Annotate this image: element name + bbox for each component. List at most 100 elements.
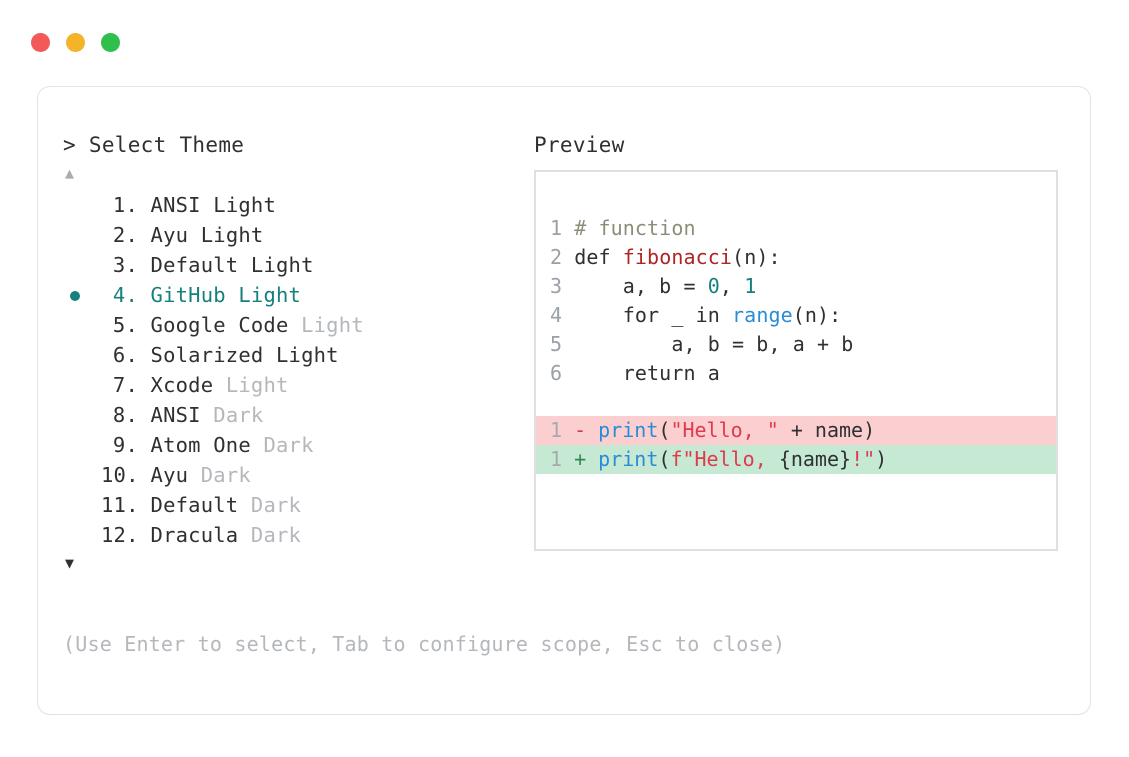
diff-sign-gap (586, 447, 598, 471)
theme-item-name: Ayu (138, 463, 189, 487)
diff-token: print (598, 447, 659, 471)
code-line: 6 return a (550, 359, 1050, 388)
diff-token: "Hello, " (670, 418, 779, 442)
theme-item-name: Xcode (138, 373, 214, 397)
theme-item-name: Google Code (138, 313, 289, 337)
theme-item-index: 1. (112, 193, 139, 217)
theme-item-variant: Dark (200, 403, 264, 427)
theme-item-variant: Light (200, 193, 276, 217)
theme-list-item[interactable]: 5. Google Code Light (63, 310, 533, 340)
code-token: 0 (707, 274, 720, 298)
diff-token: !" (851, 447, 876, 471)
minimize-dot[interactable] (66, 33, 85, 52)
code-line: 1 # function (550, 214, 1050, 243)
window-traffic-lights (31, 33, 120, 52)
code-line: 2 def fibonacci(n): (550, 243, 1050, 272)
theme-item-index: 3. (112, 253, 139, 277)
theme-item-variant: Light (188, 223, 264, 247)
theme-item-variant: Light (225, 283, 302, 307)
prompt-title: > Select Theme (63, 133, 245, 157)
code-token: (n): (792, 303, 842, 327)
code-line: 5 a, b = b, a + b (550, 330, 1050, 359)
code-line-number: 2 (550, 245, 563, 269)
theme-list-item[interactable]: 3. Default Light (63, 250, 533, 280)
theme-item-index: 9. (112, 433, 139, 457)
theme-item-variant: Dark (238, 493, 302, 517)
theme-list-item[interactable]: 10. Ayu Dark (63, 460, 533, 490)
theme-list-item[interactable]: 2. Ayu Light (63, 220, 533, 250)
gutter-gap (562, 332, 574, 356)
code-token: for _ in (574, 303, 733, 327)
diff-gutter-gap (562, 447, 574, 471)
theme-item-name: Solarized (138, 343, 264, 367)
theme-list-item[interactable]: 7. Xcode Light (63, 370, 533, 400)
maximize-dot[interactable] (101, 33, 120, 52)
theme-item-variant: Dark (188, 463, 251, 487)
theme-list-item[interactable]: 6. Solarized Light (63, 340, 533, 370)
theme-item-name: Ayu (138, 223, 189, 247)
theme-item-index: 8. (112, 403, 139, 427)
theme-list-item[interactable]: 12. Dracula Dark (63, 520, 533, 550)
theme-item-name: GitHub (138, 283, 226, 307)
theme-item-name: Dracula (138, 523, 239, 547)
code-line-number: 5 (550, 332, 563, 356)
theme-item-index: 10. (101, 463, 139, 487)
theme-item-name: Default (138, 493, 239, 517)
code-token: fibonacci (622, 245, 733, 269)
code-token: , (719, 274, 745, 298)
diff-line-added: 1 + print(f"Hello, {name}!") (536, 445, 1056, 474)
code-token: range (732, 303, 793, 327)
theme-item-index: 7. (112, 373, 139, 397)
theme-item-name: Atom One (138, 433, 251, 457)
gutter-gap (562, 216, 574, 240)
code-line-number: 1 (550, 216, 563, 240)
close-dot[interactable] (31, 33, 50, 52)
theme-item-variant: Dark (250, 433, 314, 457)
diff-sign-gap (586, 418, 598, 442)
diff-line-number: 1 (550, 418, 563, 442)
theme-item-index: 5. (112, 313, 139, 337)
theme-list-item[interactable]: 9. Atom One Dark (63, 430, 533, 460)
code-token: a, b = b, a + b (574, 332, 854, 356)
theme-item-index: 2. (112, 223, 139, 247)
gutter-gap (562, 303, 574, 327)
diff-block: 1 - print("Hello, " + name)1 + print(f"H… (536, 416, 1056, 474)
theme-item-variant: Dark (238, 523, 302, 547)
diff-token: f"Hello, (670, 447, 779, 471)
diff-gutter-gap (562, 418, 574, 442)
code-token: (n): (732, 245, 781, 269)
theme-list-item[interactable]: 11. Default Dark (63, 490, 533, 520)
theme-list-item[interactable]: 4. GitHub Light (63, 280, 533, 310)
scroll-up-arrow[interactable]: ▲ (65, 164, 75, 182)
theme-item-name: Default (138, 253, 239, 277)
theme-list-item[interactable]: 8. ANSI Dark (63, 400, 533, 430)
preview-title: Preview (534, 133, 625, 157)
code-line: 3 a, b = 0, 1 (550, 272, 1050, 301)
diff-token: ( (658, 447, 671, 471)
theme-item-index: 11. (101, 493, 139, 517)
code-token: 1 (744, 274, 757, 298)
diff-token: ) (875, 447, 888, 471)
theme-list-item[interactable]: 1. ANSI Light (63, 190, 533, 220)
scroll-down-arrow[interactable]: ▼ (65, 554, 75, 572)
diff-token: {name} (778, 447, 852, 471)
theme-item-variant: Light (213, 373, 289, 397)
gutter-gap (562, 361, 574, 385)
diff-token: print (598, 418, 659, 442)
code-line: 4 for _ in range(n): (550, 301, 1050, 330)
code-token: def (574, 245, 623, 269)
gutter-gap (562, 274, 574, 298)
theme-item-name: ANSI (138, 403, 201, 427)
theme-item-index: 12. (101, 523, 139, 547)
theme-item-index: 6. (112, 343, 139, 367)
selected-bullet-icon (70, 291, 80, 301)
code-token: # function (574, 216, 696, 240)
theme-item-variant: Light (263, 343, 339, 367)
gutter-gap (562, 245, 574, 269)
